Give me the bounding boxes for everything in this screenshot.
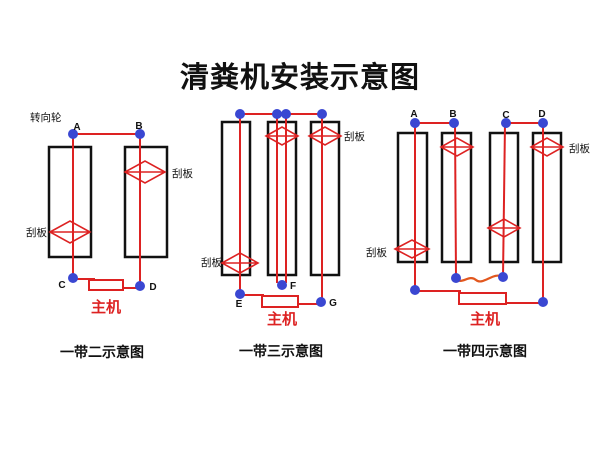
diagram-one-drives-three: 刮板 刮板 E F G 主机 一带三示意图 bbox=[201, 109, 365, 359]
point-label-d: D bbox=[149, 282, 156, 293]
scraper-label: 刮板 bbox=[26, 226, 47, 239]
steering-wheel-dot bbox=[235, 289, 245, 299]
diagram-caption: 一带二示意图 bbox=[60, 344, 144, 360]
steering-wheel-dot bbox=[135, 281, 145, 291]
alley-rect bbox=[47, 145, 93, 259]
alley-rect bbox=[309, 120, 341, 277]
steering-wheel-dot bbox=[498, 272, 508, 282]
host-machine-box bbox=[261, 295, 299, 308]
steering-wheel-dot bbox=[316, 297, 326, 307]
host-machine-label: 主机 bbox=[470, 310, 500, 328]
scraper-diamond bbox=[307, 126, 343, 146]
scraper-diamond bbox=[123, 160, 167, 184]
point-label-b: B bbox=[449, 109, 456, 120]
alley-rect bbox=[396, 131, 429, 264]
diagram-caption: 一带四示意图 bbox=[443, 343, 527, 359]
steering-wheel-dot bbox=[235, 109, 245, 119]
scraper-label: 刮板 bbox=[172, 167, 193, 180]
steering-wheel-dot bbox=[538, 297, 548, 307]
scraper-label: 刮板 bbox=[201, 256, 222, 269]
alley-rect bbox=[220, 120, 252, 277]
scraper-diamond bbox=[439, 137, 475, 157]
host-machine-label: 主机 bbox=[91, 298, 121, 316]
connecting-rope-squiggle bbox=[455, 274, 504, 283]
cable-line bbox=[454, 122, 457, 279]
page-title: 清粪机安装示意图 bbox=[179, 62, 420, 94]
steering-wheel-dot bbox=[135, 129, 145, 139]
point-label-a: A bbox=[73, 122, 80, 133]
cable-line bbox=[502, 122, 506, 278]
diagram-caption: 一带三示意图 bbox=[239, 343, 323, 359]
steering-wheel-dot bbox=[538, 118, 548, 128]
alley-rect bbox=[123, 145, 169, 259]
steering-wheel-dot bbox=[281, 109, 291, 119]
steering-wheel-dot bbox=[317, 109, 327, 119]
diagram-one-drives-two: 转向轮 A B C D 刮板 刮板 主机 一带二示意图 bbox=[26, 111, 193, 360]
scraper-diamond bbox=[264, 126, 300, 146]
alley-rect bbox=[531, 131, 563, 264]
steering-wheel-dot bbox=[449, 118, 459, 128]
scraper-label: 刮板 bbox=[366, 246, 387, 259]
steering-wheel-dot bbox=[277, 280, 287, 290]
scraper-diamond bbox=[486, 218, 522, 238]
point-label-b: B bbox=[135, 121, 142, 132]
steering-wheel-dot bbox=[451, 273, 461, 283]
scraper-diamond bbox=[529, 137, 565, 157]
scraper-label: 刮板 bbox=[344, 130, 365, 143]
point-label-c: C bbox=[58, 280, 65, 291]
steering-wheel-dot bbox=[272, 109, 282, 119]
steering-wheel-dot bbox=[410, 118, 420, 128]
host-machine-box bbox=[88, 279, 124, 291]
alley-rect bbox=[266, 120, 298, 277]
host-machine-label: 主机 bbox=[267, 310, 297, 328]
point-label-a: A bbox=[410, 109, 417, 120]
point-label-f: F bbox=[290, 281, 296, 292]
point-label-e: E bbox=[236, 299, 243, 310]
point-label-d: D bbox=[538, 109, 545, 120]
scraper-label: 刮板 bbox=[569, 142, 590, 155]
steering-wheel-label: 转向轮 bbox=[30, 111, 62, 124]
point-label-g: G bbox=[329, 298, 337, 309]
steering-wheel-dot bbox=[410, 285, 420, 295]
steering-wheel-dot bbox=[68, 129, 78, 139]
steering-wheel-dot bbox=[501, 118, 511, 128]
point-label-c: C bbox=[502, 110, 509, 121]
diagram-one-drives-four: A B C D 刮板 刮板 主机 一带四示意图 bbox=[366, 109, 590, 359]
scraper-diamond bbox=[393, 239, 431, 259]
steering-wheel-dot bbox=[68, 273, 78, 283]
host-machine-box bbox=[458, 292, 507, 305]
scraper-diamond bbox=[220, 252, 260, 274]
scraper-diamond bbox=[48, 220, 92, 244]
